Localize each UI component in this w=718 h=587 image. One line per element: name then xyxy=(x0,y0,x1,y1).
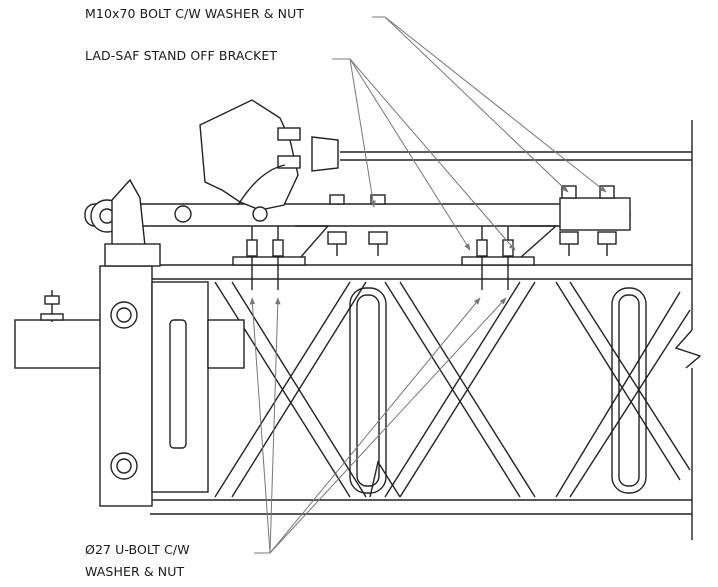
standoff-bracket xyxy=(84,197,631,266)
left-mounting-plate xyxy=(14,265,245,507)
lattice-truss xyxy=(150,264,692,515)
ubolt-callout-label-line1: Ø27 U-BOLT C/W xyxy=(85,542,190,557)
right-post-break xyxy=(674,120,702,540)
bracket-callout-label: LAD-SAF STAND OFF BRACKET xyxy=(85,48,278,63)
ubolt-callout-label-line2: WASHER & NUT xyxy=(85,564,185,579)
ladder-rail xyxy=(340,151,692,161)
ladsaf-shuttle xyxy=(90,99,339,267)
bolt-callout-label: M10x70 BOLT C/W WASHER & NUT xyxy=(85,6,305,21)
leader-lines xyxy=(249,16,607,554)
